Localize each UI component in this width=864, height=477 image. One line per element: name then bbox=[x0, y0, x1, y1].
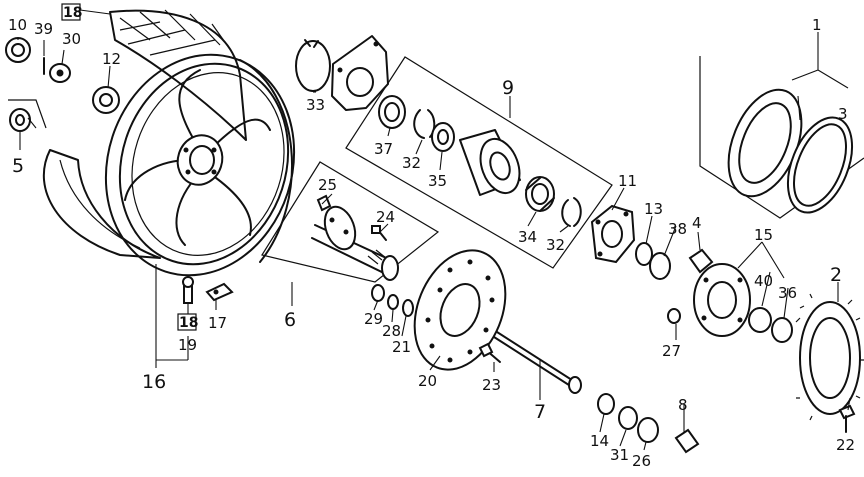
bolt-22 bbox=[838, 404, 856, 433]
bearing-40 bbox=[748, 307, 772, 333]
callout-18-bottom[interactable]: 18 bbox=[177, 313, 198, 331]
sprocket-set-group bbox=[699, 56, 864, 219]
callout-10[interactable]: 10 bbox=[8, 16, 27, 34]
callout-18-top-text: 18 bbox=[63, 5, 82, 21]
callout-4[interactable]: 4 bbox=[692, 214, 702, 232]
nut-8 bbox=[674, 428, 700, 454]
callout-18-bottom-text: 18 bbox=[179, 315, 198, 331]
callout-36[interactable]: 36 bbox=[778, 284, 797, 302]
sprocket-2 bbox=[795, 293, 864, 421]
callout-5[interactable]: 5 bbox=[12, 155, 24, 177]
callout-38[interactable]: 38 bbox=[668, 220, 687, 238]
callout-28[interactable]: 28 bbox=[382, 322, 401, 340]
callout-33[interactable]: 33 bbox=[306, 96, 325, 114]
callout-13[interactable]: 13 bbox=[644, 200, 663, 218]
callout-34[interactable]: 34 bbox=[518, 228, 537, 246]
seal-31 bbox=[618, 406, 638, 430]
bolt-23 bbox=[478, 342, 501, 363]
callout-32-bottom[interactable]: 32 bbox=[546, 236, 565, 254]
washer-28 bbox=[387, 294, 399, 310]
nut-4 bbox=[688, 248, 714, 274]
brake-disc bbox=[413, 249, 507, 371]
callout-24[interactable]: 24 bbox=[376, 208, 395, 226]
callout-20[interactable]: 20 bbox=[418, 372, 437, 390]
seal-13 bbox=[635, 242, 653, 266]
wheel-rim bbox=[104, 53, 296, 277]
callout-23[interactable]: 23 bbox=[482, 376, 501, 394]
callout-15[interactable]: 15 bbox=[754, 226, 773, 244]
callout-30[interactable]: 30 bbox=[62, 30, 81, 48]
circlip-33 bbox=[295, 39, 331, 92]
collar-5 bbox=[8, 99, 47, 132]
nut-30 bbox=[49, 63, 71, 83]
callout-8[interactable]: 8 bbox=[678, 396, 688, 414]
callout-29[interactable]: 29 bbox=[364, 310, 383, 328]
driven-flange-11 bbox=[590, 204, 636, 264]
callout-18-top[interactable]: 18 bbox=[61, 3, 82, 21]
dust-seal-10 bbox=[5, 37, 31, 63]
washer-21 bbox=[402, 299, 414, 317]
callout-35[interactable]: 35 bbox=[428, 172, 447, 190]
hub-shaft-group bbox=[261, 161, 440, 283]
callout-37[interactable]: 37 bbox=[374, 140, 393, 158]
bearing-12 bbox=[92, 86, 120, 114]
callout-21[interactable]: 21 bbox=[392, 338, 411, 356]
callout-25[interactable]: 25 bbox=[318, 176, 337, 194]
callout-17[interactable]: 17 bbox=[208, 314, 227, 332]
balance-weight bbox=[205, 282, 234, 302]
callout-40[interactable]: 40 bbox=[754, 272, 773, 290]
callout-14[interactable]: 14 bbox=[590, 432, 609, 450]
axle bbox=[493, 331, 582, 394]
callout-9[interactable]: 9 bbox=[502, 77, 514, 99]
callout-32-top[interactable]: 32 bbox=[402, 154, 421, 172]
callout-7[interactable]: 7 bbox=[534, 401, 546, 423]
valve-stem bbox=[182, 276, 194, 304]
callout-39[interactable]: 39 bbox=[34, 20, 53, 38]
callout-19[interactable]: 19 bbox=[178, 336, 197, 354]
sprocket-carrier-group bbox=[345, 56, 613, 269]
washer-14 bbox=[597, 393, 615, 415]
callout-31[interactable]: 31 bbox=[610, 446, 629, 464]
callout-22[interactable]: 22 bbox=[836, 436, 855, 454]
collar-27 bbox=[667, 308, 681, 324]
seal-36 bbox=[771, 317, 793, 343]
callout-12[interactable]: 12 bbox=[102, 50, 121, 68]
callout-11[interactable]: 11 bbox=[618, 172, 637, 190]
rear-hub-15 bbox=[693, 263, 751, 337]
callout-27[interactable]: 27 bbox=[662, 342, 681, 360]
callout-labels: 1 2 3 4 5 6 7 8 9 10 11 12 13 14 15 16 1… bbox=[8, 3, 855, 470]
oring-38 bbox=[649, 252, 671, 280]
spacer-26 bbox=[637, 417, 659, 443]
washer-29 bbox=[371, 284, 385, 302]
callout-2[interactable]: 2 bbox=[830, 264, 842, 286]
callout-26[interactable]: 26 bbox=[632, 452, 651, 470]
callout-3[interactable]: 3 bbox=[838, 105, 848, 123]
gasket-plate bbox=[331, 35, 389, 111]
callout-6[interactable]: 6 bbox=[284, 309, 296, 331]
leader-lines bbox=[17, 9, 851, 451]
callout-16[interactable]: 16 bbox=[142, 371, 166, 393]
callout-1[interactable]: 1 bbox=[812, 16, 822, 34]
